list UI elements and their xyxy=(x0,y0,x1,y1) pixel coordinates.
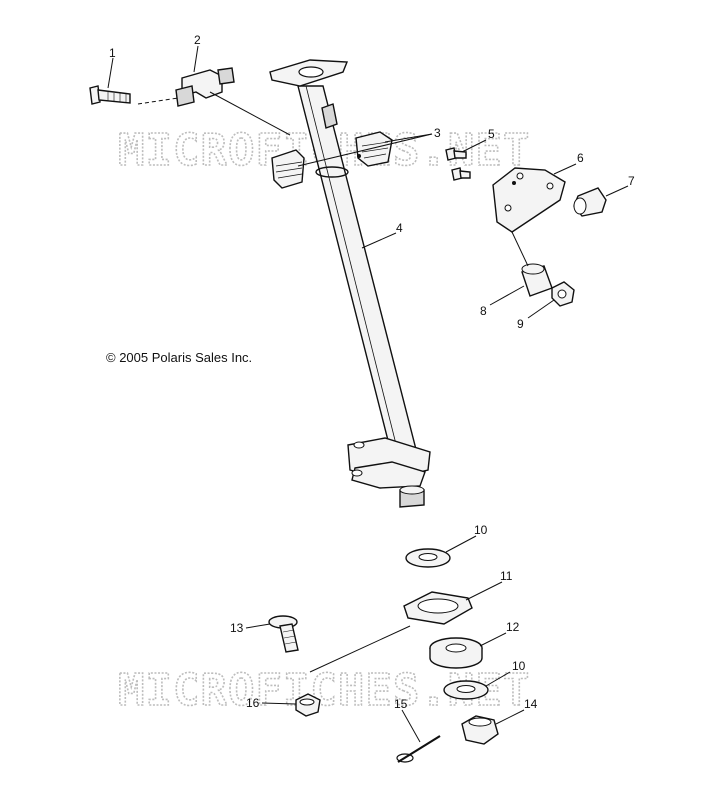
copyright-text: © 2005 Polaris Sales Inc. xyxy=(106,350,252,365)
clamp-2 xyxy=(175,67,235,107)
callout-5: 5 xyxy=(488,127,495,141)
callout-12: 12 xyxy=(506,620,520,634)
callout-15: 15 xyxy=(394,697,408,711)
washer-10-upper xyxy=(405,548,451,568)
bushing-3a xyxy=(271,149,305,189)
leader-lines xyxy=(107,45,629,743)
spacer-8 xyxy=(521,263,553,297)
bushing-7 xyxy=(573,187,607,217)
callout-11: 11 xyxy=(500,569,513,583)
callout-7: 7 xyxy=(628,174,635,188)
callout-2: 2 xyxy=(194,33,201,47)
callout-9: 9 xyxy=(517,317,524,331)
screw-5a xyxy=(445,147,467,161)
callout-13: 13 xyxy=(230,621,244,635)
screw-5b xyxy=(451,167,471,181)
callout-4: 4 xyxy=(396,221,403,235)
bolt-1 xyxy=(89,85,131,105)
steering-post-tube xyxy=(269,59,431,508)
nut-16 xyxy=(295,693,321,717)
callout-3: 3 xyxy=(434,126,441,140)
callout-labels: 1 2 3 4 5 6 7 8 9 10 11 12 10 13 14 15 1… xyxy=(109,33,635,711)
callout-10-lower: 10 xyxy=(512,659,526,673)
callout-14: 14 xyxy=(524,697,538,711)
plate-6 xyxy=(492,167,566,233)
nut-9 xyxy=(551,281,575,307)
bolt-13 xyxy=(268,615,299,653)
callout-10-upper: 10 xyxy=(474,523,488,537)
spacer-12 xyxy=(429,637,483,669)
callout-6: 6 xyxy=(577,151,584,165)
callout-1: 1 xyxy=(109,46,116,60)
bearing-11 xyxy=(403,591,473,625)
callout-8: 8 xyxy=(480,304,487,318)
nut-14 xyxy=(461,715,499,745)
cotter-pin-15 xyxy=(396,735,441,763)
bushing-3b xyxy=(355,131,393,167)
callout-16: 16 xyxy=(246,696,260,710)
washer-10-lower xyxy=(443,680,489,700)
